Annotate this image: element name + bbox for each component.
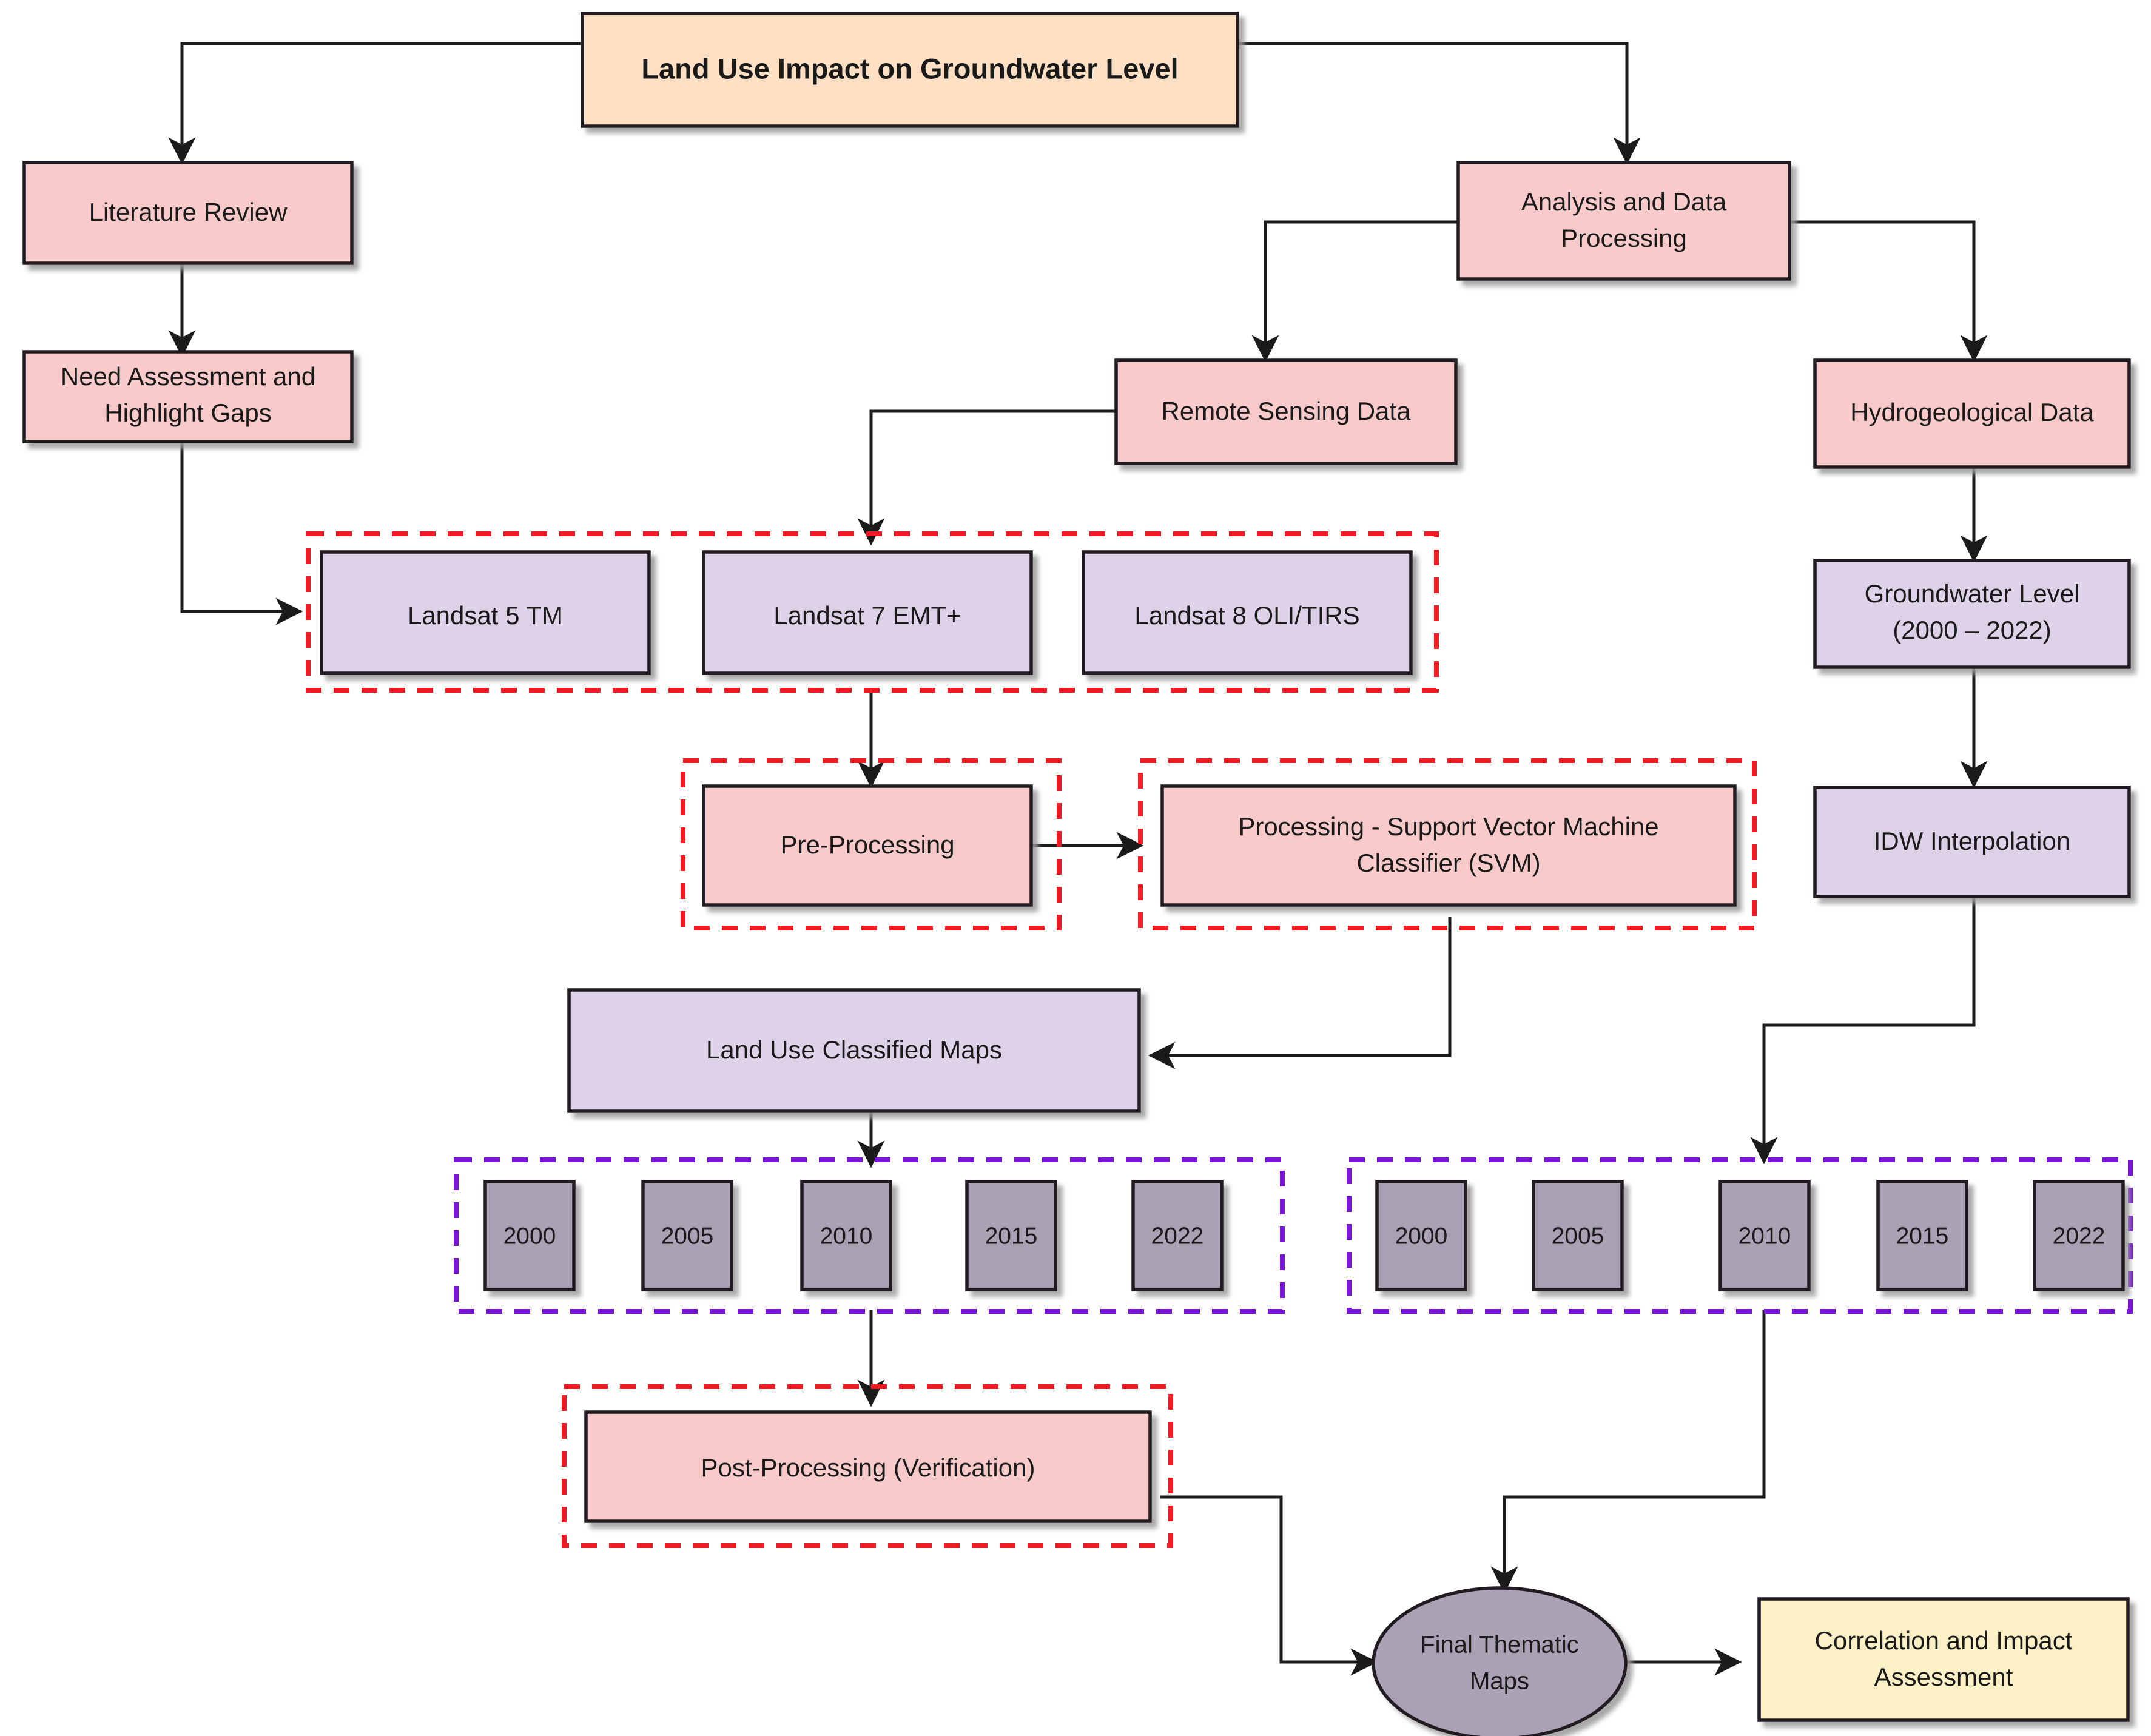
node-svm-label-line2: Classifier (SVM) [1356,849,1540,877]
year-tile-groundwater-2-label: 2010 [1739,1223,1791,1249]
node-remote-sensing-data[interactable]: Remote Sensing Data [1114,358,1458,465]
group-landsat-sources [306,531,1439,693]
group-postprocessing [562,1384,1173,1548]
node-idw-interpolation[interactable]: IDW Interpolation [1813,786,2131,898]
year-tile-groundwater-1-label: 2005 [1552,1223,1604,1249]
node-post-processing-label: Post-Processing (Verification) [701,1453,1035,1482]
node-final-thematic-maps[interactable]: Final Thematic Maps [1372,1586,1628,1736]
group-groundwater-years [1347,1157,2133,1314]
node-pre-processing-label: Pre-Processing [780,830,954,859]
year-tile-landuse-1-label: 2005 [661,1223,714,1249]
node-final-thematic-maps-label-line1: Final Thematic [1420,1632,1579,1658]
year-tile-landuse-4-label: 2022 [1151,1223,1204,1249]
year-tile-landuse-2[interactable]: 2010 [800,1180,892,1291]
node-landsat-5-tm[interactable]: Landsat 5 TM [320,550,651,675]
node-need-assessment-label-line2: Highlight Gaps [104,399,271,427]
node-pre-processing[interactable]: Pre-Processing [702,784,1033,907]
year-tile-groundwater-0[interactable]: 2000 [1375,1180,1467,1291]
edge-root-to-analysis [1237,42,1641,165]
node-need-assessment-label-line1: Need Assessment and [61,362,315,391]
year-tile-landuse-1[interactable]: 2005 [641,1180,733,1291]
year-tile-groundwater-0-label: 2000 [1395,1223,1448,1249]
node-landsat-7-label: Landsat 7 EMT+ [773,601,961,630]
year-tile-groundwater-4[interactable]: 2022 [2033,1180,2125,1291]
year-tile-landuse-0-label: 2000 [503,1223,556,1249]
group-landuse-years [454,1157,1285,1314]
node-analysis-label-line1: Analysis and Data [1521,187,1727,216]
node-hydrogeological-data[interactable]: Hydrogeological Data [1813,358,2131,469]
node-land-use-classified-maps-label: Land Use Classified Maps [706,1035,1002,1064]
year-tile-groundwater-3-label: 2015 [1896,1223,1949,1249]
node-landsat-7-emt[interactable]: Landsat 7 EMT+ [702,550,1033,675]
node-literature-review-label: Literature Review [89,198,288,226]
edge-svm-to-landuse-maps [1148,917,1452,1069]
node-root-label: Land Use Impact on Groundwater Level [641,52,1178,84]
year-tile-groundwater-4-label: 2022 [2053,1223,2106,1249]
edge-analysis-to-remote [1251,220,1458,363]
node-correlation-impact-assessment[interactable]: Correlation and Impact Assessment [1757,1597,2130,1722]
year-tile-groundwater-1[interactable]: 2005 [1532,1180,1624,1291]
node-literature-review[interactable]: Literature Review [22,161,354,265]
node-landsat-8-label: Landsat 8 OLI/TIRS [1134,601,1359,630]
node-need-assessment[interactable]: Need Assessment and Highlight Gaps [22,350,354,443]
node-analysis-data-processing[interactable]: Analysis and Data Processing [1456,161,1791,281]
year-tile-groundwater-2[interactable]: 2010 [1718,1180,1811,1291]
node-correlation-label-line1: Correlation and Impact [1815,1626,2073,1655]
node-final-thematic-maps-label-line2: Maps [1470,1668,1529,1695]
node-groundwater-level[interactable]: Groundwater Level (2000 – 2022) [1813,559,2131,669]
node-landsat-5-label: Landsat 5 TM [408,601,563,630]
edge-postprocessing-to-final [1160,1495,1378,1676]
node-hydrogeological-label: Hydrogeological Data [1850,398,2094,426]
node-analysis-label-line2: Processing [1561,224,1687,252]
edge-root-to-literature [168,42,582,165]
node-svm-classifier[interactable]: Processing - Support Vector Machine Clas… [1160,784,1737,907]
edge-analysis-to-hydro [1789,220,1988,363]
edge-remote-to-landsat7 [857,409,1116,546]
node-groundwater-level-label-line1: Groundwater Level [1865,579,2080,608]
node-land-use-classified-maps[interactable]: Land Use Classified Maps [567,988,1141,1113]
year-tile-landuse-0[interactable]: 2000 [483,1180,576,1291]
node-remote-sensing-label: Remote Sensing Data [1162,397,1412,425]
node-landsat-8-oli-tirs[interactable]: Landsat 8 OLI/TIRS [1082,550,1413,675]
node-post-processing[interactable]: Post-Processing (Verification) [584,1410,1152,1523]
year-tile-landuse-3-label: 2015 [985,1223,1038,1249]
year-tile-landuse-3[interactable]: 2015 [965,1180,1057,1291]
group-svm [1138,758,1757,930]
group-preprocessing [681,758,1062,930]
year-tile-landuse-2-label: 2010 [820,1223,873,1249]
node-root[interactable]: Land Use Impact on Groundwater Level [581,12,1239,128]
year-tile-landuse-4[interactable]: 2022 [1131,1180,1224,1291]
node-idw-label: IDW Interpolation [1874,827,2070,855]
edge-idw-to-gw-years [1750,897,1976,1165]
year-tile-groundwater-3[interactable]: 2015 [1876,1180,1968,1291]
edge-gw-years-to-final [1490,1310,1766,1594]
edge-need-to-landsat-group [180,442,303,625]
node-svm-label-line1: Processing - Support Vector Machine [1238,812,1658,841]
node-groundwater-level-label-line2: (2000 – 2022) [1893,616,2052,644]
node-correlation-label-line2: Assessment [1874,1663,2013,1691]
